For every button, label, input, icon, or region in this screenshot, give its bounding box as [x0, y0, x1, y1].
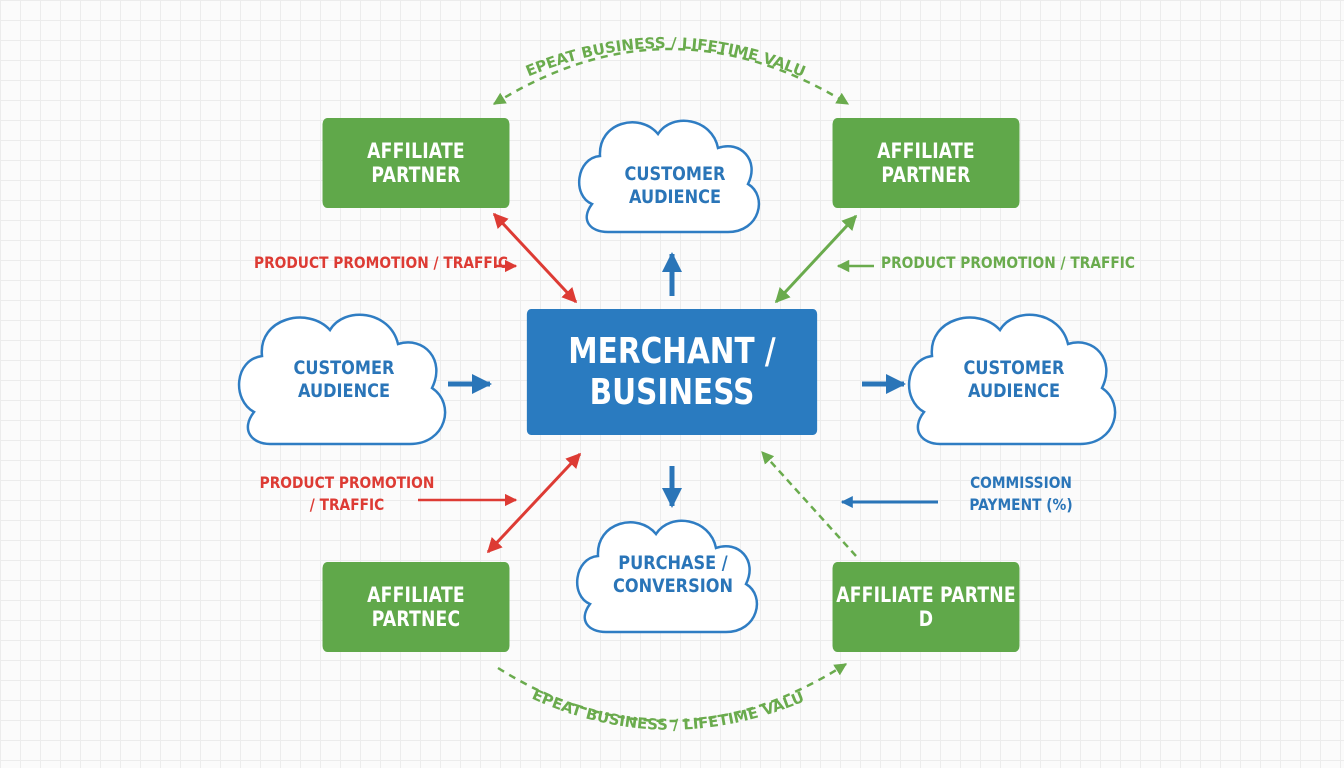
- arrow-green-top-right: [774, 214, 858, 304]
- partner-label: AFFILIATE PARTNER: [877, 139, 975, 187]
- partner-label: AFFILIATE PARTNE D: [836, 583, 1016, 631]
- cloud-top-shape: [578, 119, 761, 234]
- cloud-bottom-shape: [576, 519, 759, 634]
- arrow-green-dashed-bottom-right: [761, 451, 857, 557]
- cloud-bottom-label: PURCHASE / CONVERSION: [613, 552, 733, 597]
- partner-label: AFFILIATE PARTNEC: [367, 583, 465, 631]
- arc-repeat-bottom: [497, 662, 848, 723]
- promo-label-bottom-left: PRODUCT PROMOTION / TRAFFIC: [259, 473, 435, 514]
- arrow-red-top-left: [492, 212, 578, 304]
- promo-label-top-right: PRODUCT PROMOTION / TRAFFIC: [881, 253, 1135, 272]
- cloud-right-shape: [907, 313, 1117, 446]
- arrow-red-bottom-left: [486, 452, 582, 554]
- merchant-label: MERCHANT / BUSINESS: [568, 331, 776, 413]
- affiliate-partner-bottom-left[interactable]: AFFILIATE PARTNEC: [322, 562, 510, 652]
- affiliate-partner-top-right[interactable]: AFFILIATE PARTNER: [832, 118, 1020, 208]
- cloud-left-label: CUSTOMER AUDIENCE: [293, 357, 395, 402]
- merchant-business-box[interactable]: MERCHANT / BUSINESS: [526, 309, 818, 435]
- partner-label: AFFILIATE PARTNER: [367, 139, 465, 187]
- cloud-top-label: CUSTOMER AUDIENCE: [624, 163, 726, 208]
- affiliate-partner-top-left[interactable]: AFFILIATE PARTNER: [322, 118, 510, 208]
- promo-label-top-left: PRODUCT PROMOTION / TRAFFIC: [254, 253, 508, 272]
- cloud-right-label: CUSTOMER AUDIENCE: [963, 357, 1065, 402]
- commission-payment-label: COMMISSION PAYMENT (%): [969, 473, 1073, 514]
- arc-repeat-top: [492, 47, 850, 106]
- cloud-left-shape: [237, 313, 447, 446]
- affiliate-partner-bottom-right[interactable]: AFFILIATE PARTNE D: [832, 562, 1020, 652]
